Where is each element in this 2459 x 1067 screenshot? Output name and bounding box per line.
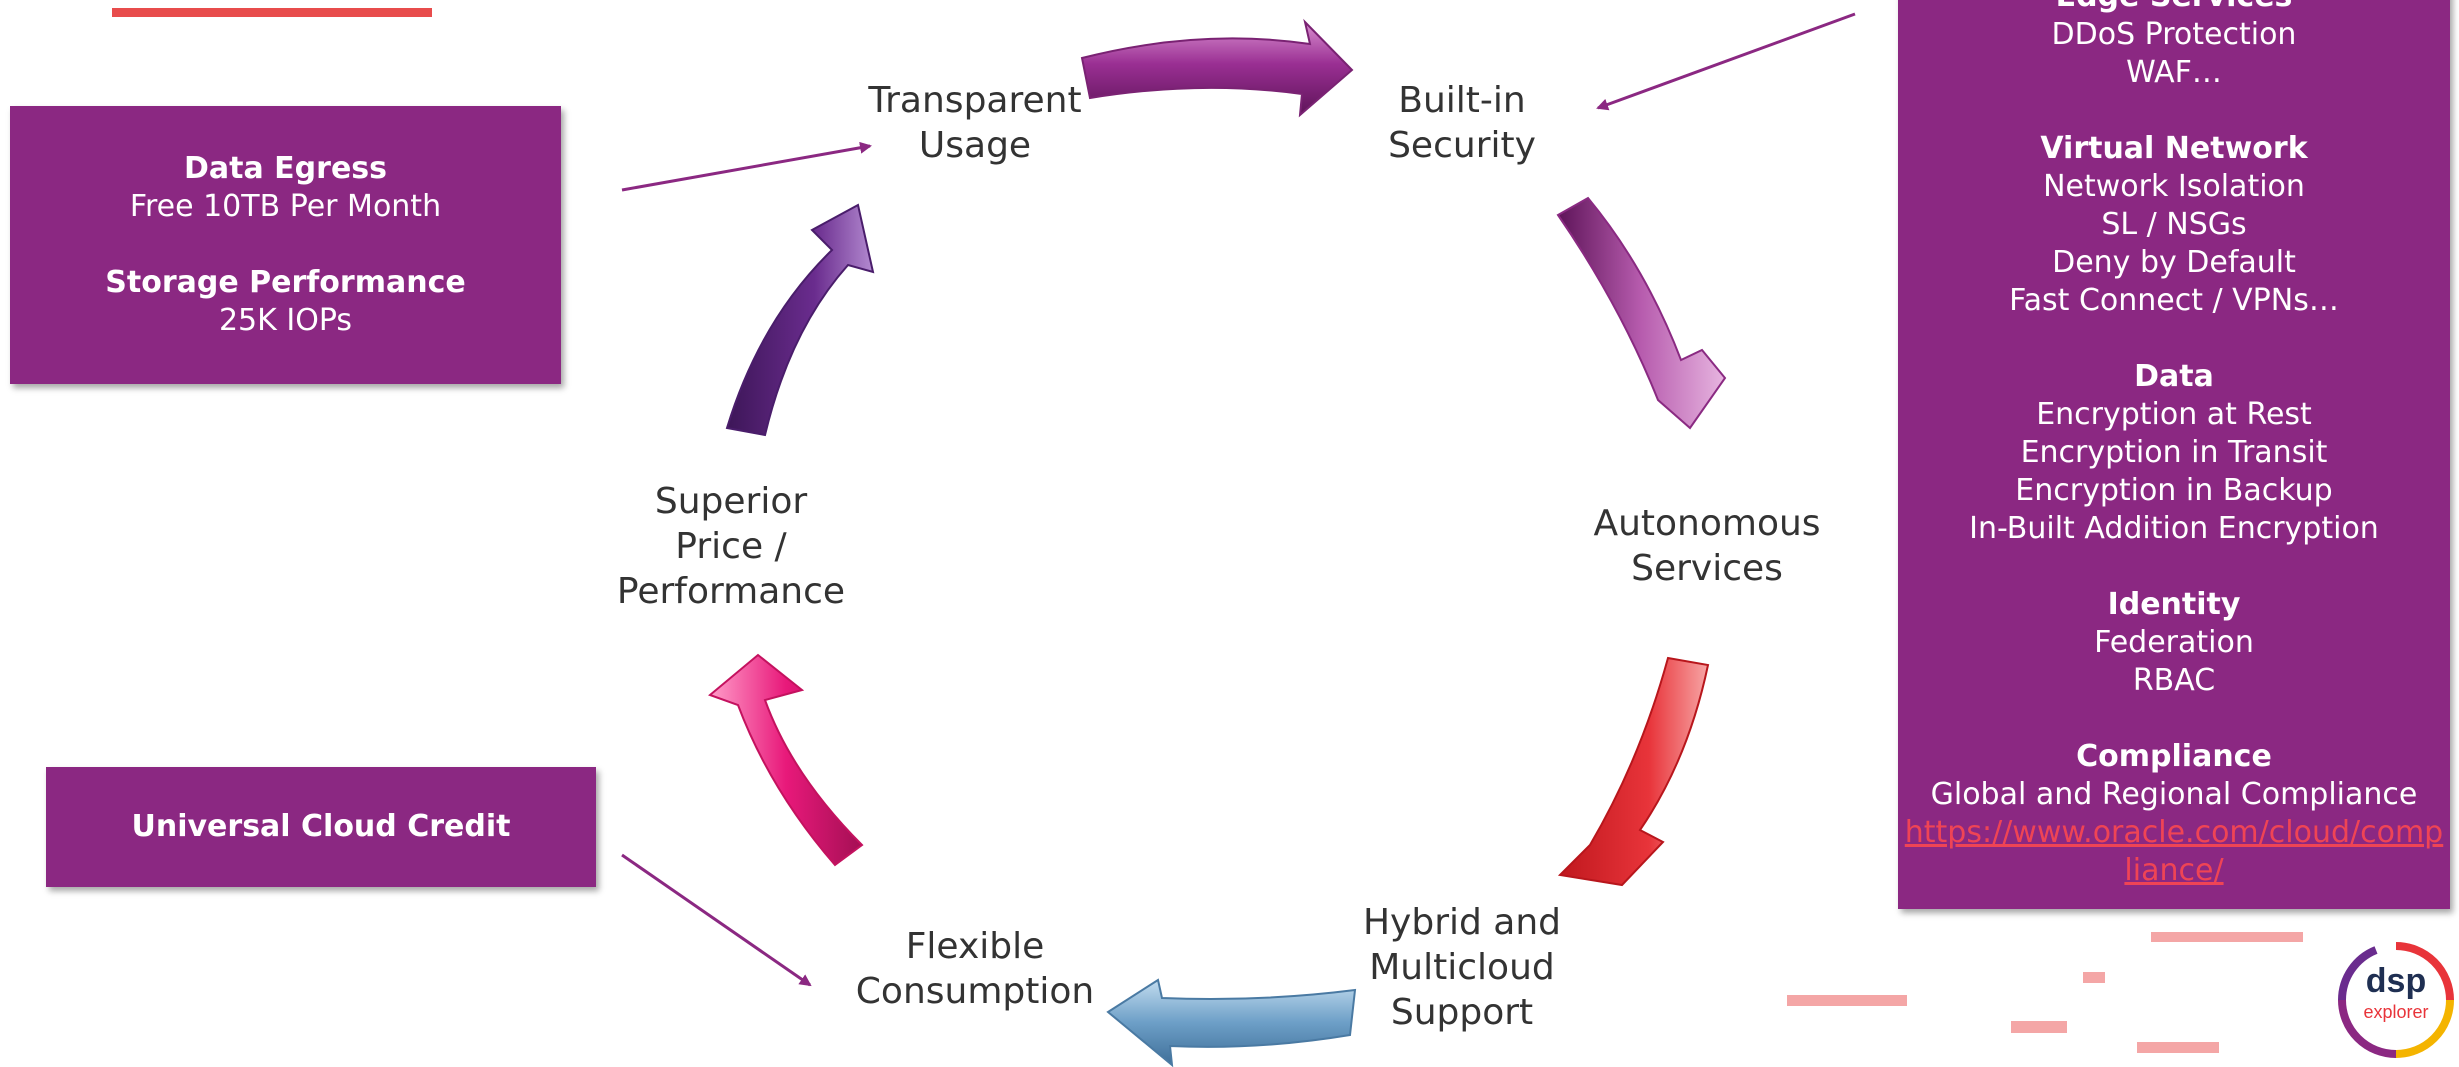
panel-heading: Data Egress bbox=[184, 151, 387, 186]
panel-line: Encryption at Rest bbox=[2036, 397, 2312, 432]
arrow-hybrid-to-flexible bbox=[1106, 978, 1357, 1067]
panel-line: Free 10TB Per Month bbox=[129, 189, 442, 224]
panel-heading: Virtual Network bbox=[2040, 131, 2308, 166]
connector-egress-to-usage bbox=[621, 141, 872, 192]
panel-line: SL / NSGs bbox=[2101, 207, 2247, 242]
panel-line: 25K IOPs bbox=[218, 303, 353, 338]
panel-heading: Storage Performance bbox=[105, 265, 466, 300]
arrow-superior-to-usage bbox=[725, 203, 875, 437]
panel-line: Encryption in Backup bbox=[2015, 473, 2333, 508]
dsp-explorer-logo: dsp explorer bbox=[2336, 938, 2456, 1064]
panel-heading: Universal Cloud Credit bbox=[131, 809, 511, 844]
node-transparent-usage: Transparent Usage bbox=[868, 80, 1082, 166]
panel-line: Encryption in Transit bbox=[2020, 435, 2328, 470]
node-flexible-consumption: Flexible Consumption bbox=[855, 926, 1095, 1012]
panel-line: In-Built Addition Encryption bbox=[1969, 511, 2379, 546]
deco-bar bbox=[2011, 1021, 2067, 1033]
arrow-flexible-to-superior bbox=[708, 653, 864, 867]
deco-bar bbox=[2137, 1042, 2219, 1053]
deco-bar bbox=[1787, 995, 1907, 1006]
panel-heading: Data bbox=[2134, 359, 2214, 394]
data-egress-panel: Data Egress Free 10TB Per Month Storage … bbox=[10, 106, 561, 384]
node-superior-price-performance: Superior Price / Performance bbox=[616, 481, 846, 612]
panel-line: RBAC bbox=[2132, 663, 2216, 698]
arrow-usage-to-security bbox=[1080, 18, 1354, 118]
deco-bar bbox=[2151, 932, 2303, 942]
panel-line: WAF… bbox=[2126, 55, 2222, 90]
security-details-panel: Edge Services DDoS Protection WAF… Virtu… bbox=[1898, 0, 2450, 909]
compliance-link[interactable]: https://www.oracle.com/cloud/comp liance… bbox=[1904, 815, 2444, 888]
node-autonomous-services: Autonomous Services bbox=[1593, 503, 1821, 589]
logo-text-explorer: explorer bbox=[2363, 1002, 2429, 1022]
panel-line: Global and Regional Compliance bbox=[1930, 777, 2418, 812]
panel-line: Federation bbox=[2094, 625, 2254, 660]
connector-credit-to-flexible bbox=[621, 853, 812, 987]
panel-line: Fast Connect / VPNs… bbox=[2009, 283, 2339, 318]
panel-heading: Edge Services bbox=[1898, 0, 2450, 16]
deco-bar bbox=[2083, 972, 2105, 983]
panel-heading: Identity bbox=[2107, 587, 2241, 622]
arrow-autonomous-to-hybrid bbox=[1557, 656, 1710, 887]
panel-line: Deny by Default bbox=[2052, 245, 2296, 280]
connector-security-panel bbox=[1596, 12, 1856, 111]
panel-heading: Compliance bbox=[2076, 739, 2272, 774]
node-hybrid-multicloud: Hybrid and Multicloud Support bbox=[1362, 902, 1562, 1033]
top-accent-bar bbox=[112, 8, 432, 17]
node-built-in-security: Built-in Security bbox=[1388, 80, 1536, 166]
logo-ring-icon bbox=[2338, 942, 2454, 1058]
arrow-security-to-autonomous bbox=[1556, 196, 1727, 430]
universal-cloud-credit-panel: Universal Cloud Credit bbox=[46, 767, 596, 887]
panel-line: Network Isolation bbox=[2043, 169, 2305, 204]
logo-text-dsp: dsp bbox=[2365, 962, 2427, 1000]
panel-line: DDoS Protection bbox=[2051, 17, 2297, 52]
